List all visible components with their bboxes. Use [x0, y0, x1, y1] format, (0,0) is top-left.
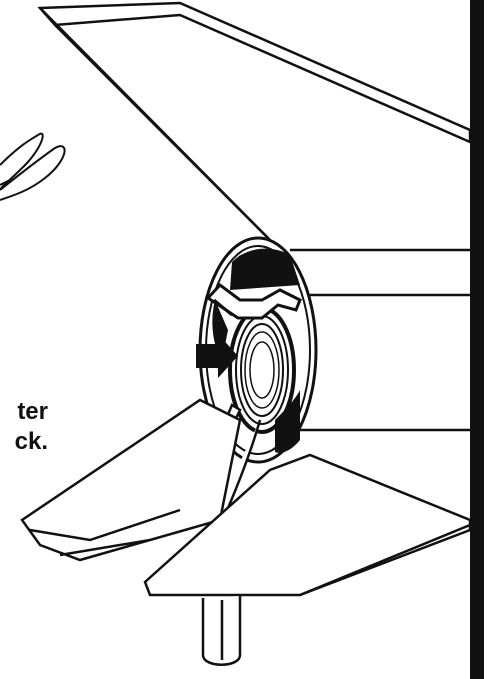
stand-leg	[201, 596, 242, 666]
latch-clip	[205, 282, 302, 320]
right-border-bar	[470, 0, 484, 679]
top-panel	[37, 1, 472, 241]
lower-left-panel	[20, 398, 242, 562]
motion-lines	[0, 132, 66, 201]
instruction-text-line-2: ck.	[14, 428, 48, 455]
instruction-text-line-1: ter	[17, 398, 48, 425]
bottom-plate	[143, 453, 472, 597]
housing-edges	[290, 248, 470, 432]
arrow-right-icon	[196, 334, 238, 378]
